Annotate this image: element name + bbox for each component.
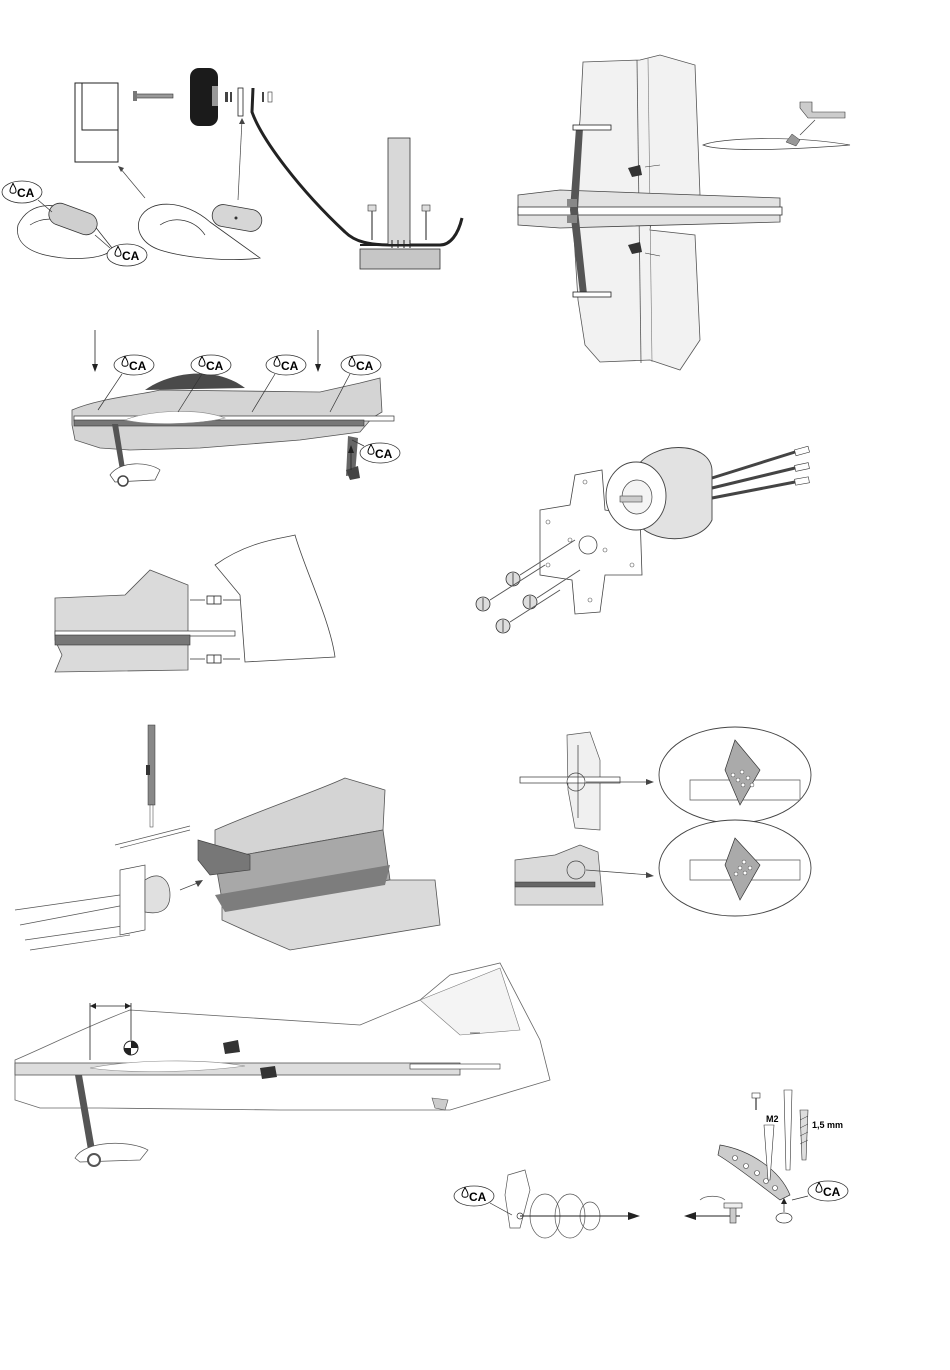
ca-glue-icon: CA (352, 440, 400, 463)
ca-glue-icon: CA (454, 1186, 512, 1215)
screw-icon (422, 205, 430, 240)
ca-glue-icon: CA (792, 1181, 848, 1201)
step-side-view-cg (15, 963, 550, 1166)
ca-label: CA (17, 186, 35, 200)
step-linkage: CA M2 1,5 mm (454, 1090, 848, 1238)
hinge-icon (190, 596, 240, 604)
ca-label: CA (469, 1190, 487, 1204)
ca-label: CA (281, 359, 299, 373)
hinge-icon (190, 655, 240, 663)
step-horizontal-stabilizer (518, 55, 850, 370)
screw-icon (368, 205, 376, 240)
cg-marker-icon (124, 1041, 138, 1055)
ca-label: CA (375, 447, 393, 461)
ca-label: CA (356, 359, 374, 373)
step-motor-mount (476, 446, 810, 633)
ca-label: CA (129, 359, 147, 373)
drill-size-label: 1,5 mm (812, 1120, 843, 1130)
ca-label: CA (823, 1185, 841, 1199)
step-landing-gear-wheel: CA CA (2, 68, 462, 269)
drill-bit-icon (784, 1090, 808, 1170)
ca-label: CA (206, 359, 224, 373)
screw-size-label: M2 (766, 1114, 779, 1124)
step-rudder-hinge (55, 535, 335, 672)
ca-label: CA (122, 249, 140, 263)
step-control-horns (515, 727, 811, 916)
step-cowl-assembly (15, 725, 440, 950)
servo-icon (260, 1066, 277, 1079)
step-fuselage-gluing: CA CA CA CA CA (72, 330, 400, 486)
